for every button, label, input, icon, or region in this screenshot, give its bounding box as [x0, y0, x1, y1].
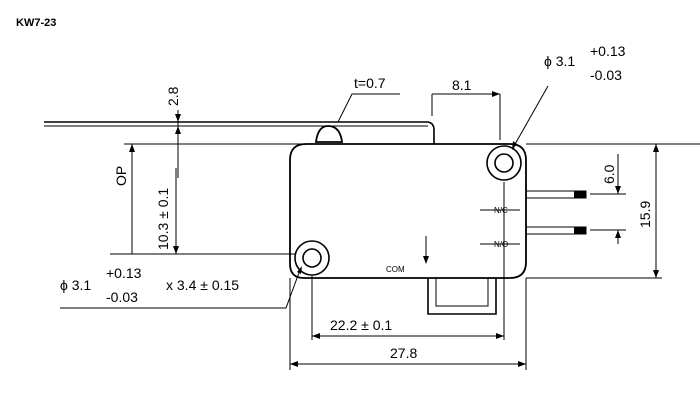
dim-body-height: 15.9 [526, 143, 662, 279]
dim-op-label: OP [113, 166, 129, 186]
dim-hole-bottom-dia-label: ϕ 3.1 [60, 277, 91, 293]
dim-hole-offset-label: 8.1 [452, 77, 472, 93]
dim-hole-spacing: 22.2 ± 0.1 [311, 182, 505, 340]
dim-lever-offset-label: 2.8 [165, 86, 181, 106]
dim-hole-bottom-tol-minus: -0.03 [106, 289, 138, 305]
dim-terminal-spacing-label: 6.0 [601, 164, 617, 184]
dim-hole-bottom-tol-plus: +0.13 [106, 265, 142, 281]
switch-body [289, 143, 527, 279]
dim-op-height: OP 10.3 ± 0.1 [110, 143, 300, 255]
dim-body-length-label: 27.8 [390, 345, 417, 361]
mounting-hole-top [486, 145, 522, 181]
lever [44, 121, 496, 145]
dim-lever-thickness-label: t=0.7 [354, 75, 386, 91]
terminal-com [427, 278, 497, 315]
dim-body-length: 27.8 [289, 278, 527, 370]
dim-hole-top-tol-plus: +0.13 [590, 43, 626, 59]
dim-op-height-label: 10.3 ± 0.1 [155, 188, 171, 250]
dim-hole-top-tol-minus: -0.03 [590, 67, 622, 83]
dim-lever-thickness: t=0.7 [337, 75, 400, 123]
mounting-hole-bottom [294, 240, 330, 276]
model-label: KW7-23 [16, 17, 56, 29]
dim-hole-bottom-dia: ϕ 3.1 +0.13 -0.03 x 3.4 ± 0.15 [60, 265, 302, 309]
dim-body-height-label: 15.9 [637, 201, 653, 228]
dim-hole-spacing-label: 22.2 ± 0.1 [330, 317, 392, 333]
dim-terminal-spacing: 6.0 [590, 154, 626, 244]
dim-lever-offset: 2.8 [165, 86, 181, 178]
dim-hole-top-dia-label: ϕ 3.1 [544, 53, 575, 69]
dim-hole-offset: 8.1 [431, 77, 501, 140]
terminal-com-label: COM [386, 265, 405, 274]
dim-hole-bottom-slot: x 3.4 ± 0.15 [166, 277, 239, 293]
terminal-no [525, 226, 587, 235]
dim-hole-top-dia: ϕ 3.1 +0.13 -0.03 [512, 43, 626, 150]
terminal-nc [525, 190, 587, 199]
